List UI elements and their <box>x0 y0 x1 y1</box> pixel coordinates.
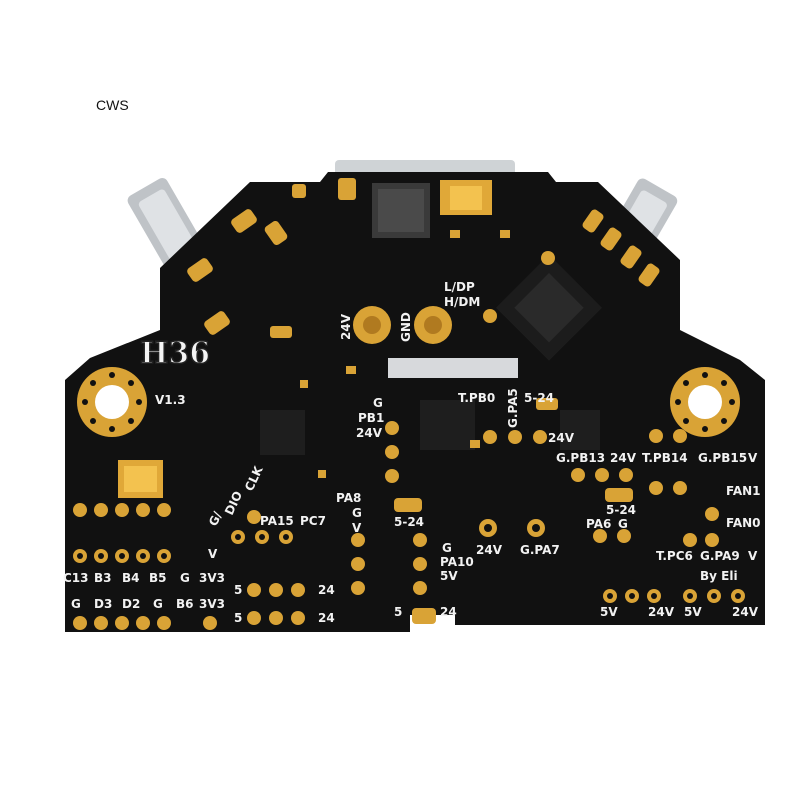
label-gpb13: G.PB13 <box>556 451 605 465</box>
power-label: 24V <box>732 605 759 619</box>
label-gpa5: G.PA5 <box>506 388 520 428</box>
label-pc7: PC7 <box>300 514 326 528</box>
watermark-text: CWS <box>96 97 129 113</box>
label-fan1: FAN1 <box>726 484 761 498</box>
version-label: V1.3 <box>155 393 186 407</box>
power-label: 24V <box>648 605 675 619</box>
mounting-hole-right <box>670 367 740 437</box>
label-g-pa8: G <box>352 506 362 520</box>
ic-left <box>260 410 305 455</box>
header-label: G <box>153 597 163 611</box>
pcb-board <box>65 172 765 632</box>
label-gpb15: G.PB15 <box>698 451 747 465</box>
label-g-pa10: G <box>442 541 452 555</box>
label-tpb14: T.PB14 <box>642 451 688 465</box>
label-5-24-a: 5-24 <box>524 391 554 405</box>
terminal-gnd <box>414 306 452 344</box>
label-pb1: PB1 <box>358 411 384 425</box>
label-v-left: V <box>208 547 218 561</box>
power-label: 5V <box>684 605 702 619</box>
label-hdm: H/DM <box>444 295 480 309</box>
ribbon-connector <box>388 358 518 378</box>
bottom-right-power-labels: 5V 24V 5V 24V <box>600 605 759 619</box>
header-label: 3V3 <box>199 597 225 611</box>
mounting-hole-left <box>77 367 147 437</box>
smd-pads <box>187 178 660 624</box>
label-5-a: 5 <box>234 583 242 597</box>
label-pa15: PA15 <box>260 514 294 528</box>
label-gnd-terminal: GND <box>399 312 413 342</box>
label-24v-d: 24V <box>610 451 637 465</box>
label-5v-pa10: 5V <box>440 569 458 583</box>
power-label: 5V <box>600 605 618 619</box>
header-label: B3 <box>94 571 112 585</box>
label-g-pa6: G <box>618 517 628 531</box>
label-pa8: PA8 <box>336 491 361 505</box>
header-label: B4 <box>122 571 140 585</box>
pin-holes <box>77 524 741 599</box>
ic-center <box>420 400 475 450</box>
label-24v-b: 24V <box>356 426 383 440</box>
label-g-pb1: G <box>373 396 383 410</box>
logo-text: H36 <box>140 336 210 371</box>
label-5-24-c: 5-24 <box>606 503 636 517</box>
header-label: D3 <box>94 597 112 611</box>
label-v-pa8: V <box>352 521 362 535</box>
ic-right <box>560 410 600 450</box>
header-label: D2 <box>122 597 140 611</box>
header-row-1-labels: C13 B3 B4 B5 G 3V3 <box>63 571 225 585</box>
header-label: B5 <box>149 571 167 585</box>
label-5-c: 5 <box>394 605 402 619</box>
label-tpc6: T.PC6 <box>656 549 693 563</box>
label-5-24-b: 5-24 <box>394 515 424 529</box>
label-fan0: FAN0 <box>726 516 761 530</box>
pin-headers <box>73 251 745 630</box>
label-g-dio: G/ <box>206 509 225 528</box>
header-label: G <box>71 597 81 611</box>
label-24v-a: 24V <box>548 431 575 445</box>
label-pa6: PA6 <box>586 517 611 531</box>
label-gpa7: G.PA7 <box>520 543 560 557</box>
label-pa10: PA10 <box>440 555 474 569</box>
header-label: G <box>180 571 190 585</box>
label-24v-c: 24V <box>476 543 503 557</box>
label-5-b: 5 <box>234 611 242 625</box>
label-v-pb15: V <box>748 451 758 465</box>
header-label: C13 <box>63 571 89 585</box>
header-label: 3V3 <box>199 571 225 585</box>
label-v-pa9: V <box>748 549 758 563</box>
header-row-2-labels: G D3 D2 G B6 3V3 <box>71 597 225 611</box>
label-24v-terminal: 24V <box>339 313 353 340</box>
label-tpb0: T.PB0 <box>458 391 495 405</box>
label-24-c: 24 <box>440 605 457 619</box>
terminal-24v <box>353 306 391 344</box>
label-24-a: 24 <box>318 583 335 597</box>
signature-label: By Eli <box>700 569 738 583</box>
header-label: B6 <box>176 597 194 611</box>
label-24-b: 24 <box>318 611 335 625</box>
label-gpa9: G.PA9 <box>700 549 740 563</box>
label-ldp: L/DP <box>444 280 475 294</box>
